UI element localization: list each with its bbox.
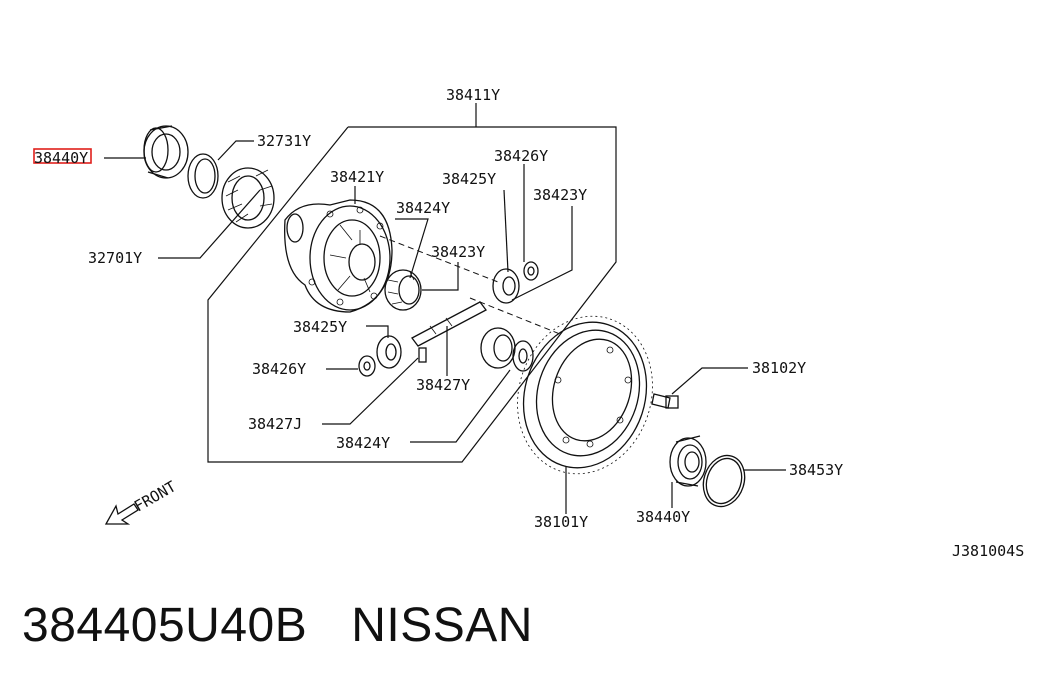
front-direction-arrow: FRONT <box>104 477 179 525</box>
label-38440-right[interactable]: 38440Y <box>636 508 690 526</box>
label-38411[interactable]: 38411Y <box>446 86 500 104</box>
label-32701[interactable]: 32701Y <box>88 249 142 267</box>
label-38426-upper[interactable]: 38426Y <box>494 147 548 165</box>
pin-38427j[interactable] <box>418 347 427 363</box>
label-38440-left-suffix: Y <box>79 149 88 167</box>
bearing-38440-left[interactable] <box>143 125 189 179</box>
label-38423-right[interactable]: 38423Y <box>533 186 587 204</box>
bearing-38440-right[interactable] <box>669 435 707 487</box>
pinion-shaft-38427[interactable] <box>411 301 487 347</box>
axis-line <box>469 297 561 335</box>
shim-32731[interactable] <box>187 153 219 199</box>
label-32731[interactable]: 32731Y <box>257 132 311 150</box>
label-38453[interactable]: 38453Y <box>789 461 843 479</box>
highlight-box <box>33 148 92 164</box>
label-38440-left[interactable]: 38440Y <box>34 149 88 167</box>
side-gear-38424-lower[interactable] <box>480 327 534 372</box>
label-38425-lower[interactable]: 38425Y <box>293 318 347 336</box>
gear-32701[interactable] <box>221 167 275 229</box>
differential-case-38421[interactable] <box>284 199 393 313</box>
label-38421[interactable]: 38421Y <box>330 168 384 186</box>
leader-lines <box>104 140 786 514</box>
side-gear-38424-upper[interactable] <box>384 269 422 311</box>
o-ring-38453[interactable] <box>697 450 751 512</box>
label-38426-lower[interactable]: 38426Y <box>252 360 306 378</box>
brand-name: NISSAN <box>351 599 533 652</box>
label-38423-center[interactable]: 38423Y <box>431 243 485 261</box>
washer-38426-upper[interactable] <box>523 261 539 281</box>
label-38427j[interactable]: 38427J <box>248 415 302 433</box>
front-label: FRONT <box>131 477 179 515</box>
label-38424-upper[interactable]: 38424Y <box>396 199 450 217</box>
label-38102[interactable]: 38102Y <box>752 359 806 377</box>
label-38440-left-number: 38440 <box>34 149 79 167</box>
label-38427[interactable]: 38427Y <box>416 376 470 394</box>
ring-gear-38101[interactable] <box>498 299 673 492</box>
axis-line <box>379 235 499 283</box>
label-38101[interactable]: 38101Y <box>534 513 588 531</box>
label-38424-lower[interactable]: 38424Y <box>336 434 390 452</box>
label-38425-upper[interactable]: 38425Y <box>442 170 496 188</box>
pinion-38425-lower[interactable] <box>376 335 402 369</box>
washer-38426-lower[interactable] <box>358 355 376 377</box>
pinion-38425-upper[interactable] <box>492 268 520 304</box>
bolt-38102[interactable] <box>651 393 679 409</box>
part-number: 384405U40B <box>22 599 308 652</box>
diagram-reference-code: J381004S <box>952 542 1024 560</box>
assembly-outline <box>207 103 617 463</box>
part-caption: 384405U40B NISSAN <box>22 598 577 653</box>
